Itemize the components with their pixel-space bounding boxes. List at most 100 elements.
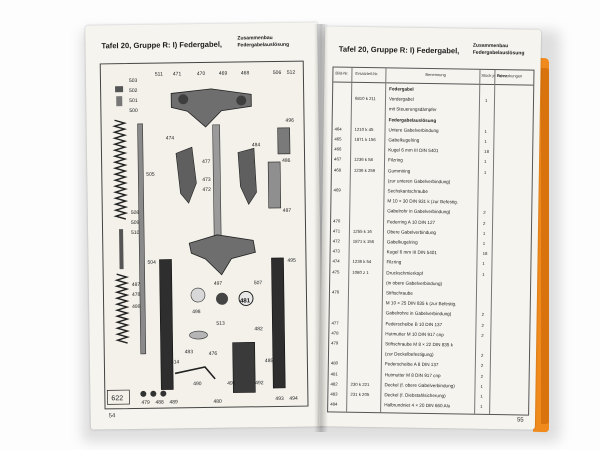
cell-stueck: 1 [482, 240, 486, 246]
callout-label: 474 [166, 135, 175, 141]
right-page-subtitle-2: Federgabelauslösung [472, 49, 525, 57]
cell-bildnr: 469 [333, 187, 341, 193]
cell-benennung: Gummiring [387, 167, 411, 174]
cell-stueck: 2 [480, 363, 484, 369]
callout-label: 510 [131, 230, 140, 236]
crown-bolt-left [178, 94, 189, 105]
callout-label: 478 [132, 292, 141, 298]
right-page-title: Tafel 20, Gruppe R: I) Federgabel, [338, 44, 460, 56]
callout-label: 511 [155, 72, 163, 78]
col-header-benennung: Benennung [425, 71, 446, 78]
cell-benennung: Kugel 6 mm III DIN 5401 [386, 249, 437, 256]
cell-bildnr: 467 [334, 156, 342, 162]
spring-column [112, 86, 130, 344]
fork-exploded-view: 622 471 470 469 468 503 502 501 500 505 … [106, 70, 298, 406]
axle-pin [174, 366, 216, 380]
right-page-subtitle-1: Zusammenbau [472, 42, 509, 50]
cell-stueck: 2 [483, 210, 486, 216]
cell-benennung: M 10 × 25 DIN 835 k (zur Befestig. [385, 300, 457, 307]
callout-label: 505 [146, 172, 155, 178]
crown-bolt-right [236, 95, 247, 106]
callout-label: 480 [213, 399, 222, 405]
seal-ring [216, 292, 229, 305]
small-nut-2 [150, 390, 157, 397]
callout-label: 508 [131, 210, 140, 216]
callout-label: 512 [287, 70, 296, 76]
cell-benennung: Deckel (f. Diebstahlsicherung) [384, 392, 446, 399]
callout-label: 470 [197, 71, 206, 77]
cover-tube-right [267, 161, 282, 209]
cell-bildnr: 483 [330, 391, 338, 397]
cell-benennung: Vordergabel [388, 96, 414, 102]
nut-part [115, 86, 124, 93]
cell-stueck: 1 [484, 138, 487, 144]
cell-ersatzteil: 230 k 221 [350, 381, 370, 387]
cell-bildnr: 468 [333, 167, 342, 173]
steering-stem [212, 124, 222, 246]
cell-ersatzteil: 1255 k 16 [352, 228, 372, 234]
cell-ersatzteil: 1236 k 58 [354, 157, 373, 163]
callout-label: 481 [240, 298, 251, 304]
cell-benennung: Federscheibe B 10 DIN 137 [385, 320, 443, 327]
left-page-title: Tafel 20, Gruppe R: I) Federgabel, [101, 39, 223, 51]
cell-bildnr: 478 [331, 330, 339, 336]
cell-ersatzteil: 1236 k 54 [352, 259, 372, 265]
callout-label: 468 [241, 70, 250, 76]
cell-bildnr: 481 [330, 371, 338, 377]
left-page-subtitle-2: Federgabelauslösung [237, 41, 290, 49]
slider-sleeve [232, 342, 256, 393]
cell-ersatzteil: 231 k 205 [350, 391, 370, 398]
callout-label: 514 [171, 359, 180, 365]
cell-benennung: Druckschmierkopf [386, 269, 424, 276]
callout-label: 487 [283, 208, 292, 214]
left-fork-leg [159, 259, 174, 390]
cell-bildnr: 472 [332, 238, 340, 244]
cell-benennung: Stiftschraube M 8 × 22 DIN 835 k [385, 341, 454, 348]
cell-stueck: 1 [482, 261, 485, 267]
cell-bildnr: 474 [332, 258, 340, 264]
cell-stueck: 2 [481, 322, 484, 328]
right-page-number: 55 [516, 417, 524, 424]
cell-stueck: 2 [480, 373, 484, 379]
col-header-ersatzteil: Ersatzteil-Nr. [355, 70, 379, 77]
callout-label: 471 [173, 71, 182, 77]
callout-label: 492 [255, 380, 264, 386]
callout-label: 473 [202, 177, 211, 183]
cell-bildnr: 464 [334, 126, 342, 132]
left-page: Tafel 20, Gruppe R: I) Federgabel, Zusam… [85, 22, 323, 430]
damper-rod [119, 229, 124, 270]
cell-bildnr: 484 [330, 401, 338, 407]
callout-label: 494 [289, 396, 298, 402]
cell-stueck: 1 [484, 159, 487, 165]
right-headlamp-bracket [237, 147, 257, 205]
cell-bildnr: 465 [334, 136, 342, 142]
plate-ref: 622 [111, 395, 123, 402]
callout-label: 500 [129, 108, 138, 114]
orange-cover-edge-inner [541, 68, 549, 424]
cell-benennung: Hutmutter M 8 DIN 917 cnp [384, 371, 441, 378]
cell-ersatzteil: 1871 k 156 [352, 238, 375, 245]
callout-label: 499 [132, 304, 141, 310]
cell-benennung: mit Steuerungsdämpfer [388, 106, 437, 113]
cell-ersatzteil: 1080 z 1 [352, 269, 369, 275]
cell-stueck: 1 [484, 128, 487, 134]
callout-label: 493 [275, 396, 284, 402]
cell-stueck: 1 [480, 383, 483, 389]
cell-bildnr: 471 [332, 228, 341, 234]
cell-ersatzteil: 1210 k 45 [354, 126, 374, 132]
callout-label: 477 [202, 159, 211, 165]
cell-stueck: 18 [484, 149, 490, 155]
cell-stueck: 18 [482, 251, 488, 257]
plate-ref-box [106, 389, 130, 405]
lower-coil-spring [114, 273, 130, 344]
part-480-callout-circle [238, 290, 254, 306]
cell-benennung: (zur unteren Gabelverbindung) [387, 178, 451, 185]
exploded-parts-drawing: 622 471 470 469 468 503 502 501 500 505 … [99, 60, 309, 410]
callout-label: 503 [129, 78, 138, 84]
right-page: Tafel 20, Gruppe R: I) Federgabel, Zusam… [318, 26, 542, 430]
cell-stueck: 1 [483, 169, 487, 175]
cell-bildnr: 475 [332, 269, 340, 275]
cell-benennung: Federring A 10 DIN 127 [387, 218, 436, 225]
